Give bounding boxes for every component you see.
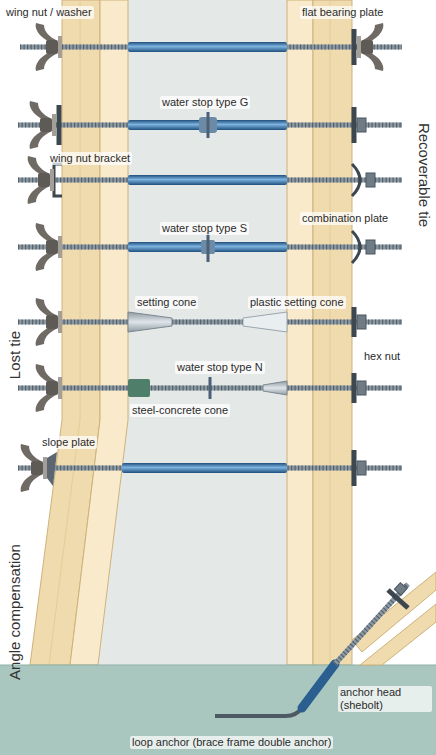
washer [58, 311, 62, 333]
part-label: setting cone [135, 296, 198, 309]
washer [58, 236, 62, 258]
plastic-setting-cone [243, 312, 287, 332]
nut-wing [28, 186, 48, 204]
part-label: slope plate [40, 436, 97, 449]
bearing-plate [352, 107, 357, 143]
nut-hub [46, 381, 58, 395]
part-label: flat bearing plate [300, 6, 385, 19]
setting-cone [263, 381, 287, 395]
combination-plate [352, 231, 360, 263]
nut-wing [363, 23, 383, 41]
nut-hub [46, 40, 58, 54]
nut-hub [40, 118, 52, 132]
nut-hub [361, 40, 373, 54]
plywood-panel [70, 0, 128, 665]
nut-wing [363, 53, 383, 71]
rod-thread [18, 320, 402, 325]
combination-plate [352, 164, 360, 196]
nut-wing [36, 53, 56, 71]
hex-nut [357, 461, 366, 475]
rod-thread [335, 584, 408, 664]
concrete-foundation [0, 665, 436, 755]
threaded-rod [335, 584, 408, 664]
part-label: wing nut bracket [48, 152, 132, 165]
loop-anchor [215, 708, 302, 716]
nut-hub [31, 461, 43, 475]
plywood-panel [287, 0, 313, 665]
wood-grain [49, 0, 80, 665]
washer [58, 377, 62, 399]
nut-wing [36, 394, 56, 412]
hex-nut [357, 118, 366, 132]
bearing-plate [352, 29, 357, 65]
nut-wing [30, 101, 50, 119]
spacer-tube [128, 42, 287, 52]
wing-nut [36, 298, 62, 346]
water-stop-disc [207, 112, 210, 138]
water-stop-disc [209, 377, 212, 399]
part-label: steel-concrete cone [130, 404, 230, 417]
part-label: anchor head (shebolt) [338, 686, 432, 712]
nut-hub [38, 173, 50, 187]
hex-nut [366, 173, 375, 187]
nut-wing [21, 444, 41, 462]
nut-wing [36, 223, 56, 241]
nut-wing [36, 23, 56, 41]
hex-nut [394, 583, 407, 596]
wood-grain [330, 0, 331, 665]
nut-bracket [54, 164, 62, 196]
nut-wing [36, 253, 56, 271]
bearing-plate [352, 450, 357, 486]
section-title: Lost tie [6, 329, 23, 381]
part-label: hex nut [362, 350, 402, 363]
bearing-plate [57, 105, 62, 145]
part-label: loop anchor (brace frame double anchor) [130, 736, 333, 749]
steel-concrete-cone [128, 379, 150, 397]
brace-beam [360, 604, 436, 665]
nut-hub [46, 240, 58, 254]
wing-nut [36, 223, 62, 271]
washer [357, 36, 361, 58]
wing-nut [30, 101, 56, 149]
nut-hub [46, 315, 58, 329]
washer [43, 457, 47, 479]
bearing-plate [352, 373, 357, 403]
nut-wing [28, 156, 48, 174]
nut-wing [36, 298, 56, 316]
part-label: water stop type S [160, 222, 249, 235]
nut-wing [36, 328, 56, 346]
section-title: Recoverable tie [415, 121, 432, 229]
wing-nut [36, 364, 62, 412]
threaded-rod [18, 320, 402, 325]
wing-nut [36, 23, 62, 71]
hex-nut [357, 381, 366, 395]
bearing-plate [352, 307, 357, 337]
part-label: water stop type G [160, 96, 250, 109]
washer [50, 169, 54, 191]
wing-nut [21, 444, 47, 492]
timber-stud [313, 0, 352, 665]
washer [52, 114, 56, 136]
water-stop-disc [207, 232, 210, 262]
nut-wing [36, 364, 56, 382]
wing-nut [357, 23, 383, 71]
anchor-head-sleeve [302, 664, 335, 708]
washer [58, 36, 62, 58]
slope-plate [47, 452, 57, 486]
hex-nut [357, 315, 366, 329]
part-label: water stop type N [175, 361, 265, 374]
part-label: plastic setting cone [248, 296, 346, 309]
spacer-tube [122, 463, 287, 473]
hex-nut [366, 240, 375, 254]
section-title: Angle compensation [6, 542, 23, 682]
spacer-tube [128, 175, 287, 185]
part-label: combination plate [300, 212, 390, 225]
nut-wing [30, 131, 50, 149]
setting-cone [128, 312, 172, 332]
nut-wing [21, 474, 41, 492]
part-label: wing nut / washer [4, 6, 94, 19]
